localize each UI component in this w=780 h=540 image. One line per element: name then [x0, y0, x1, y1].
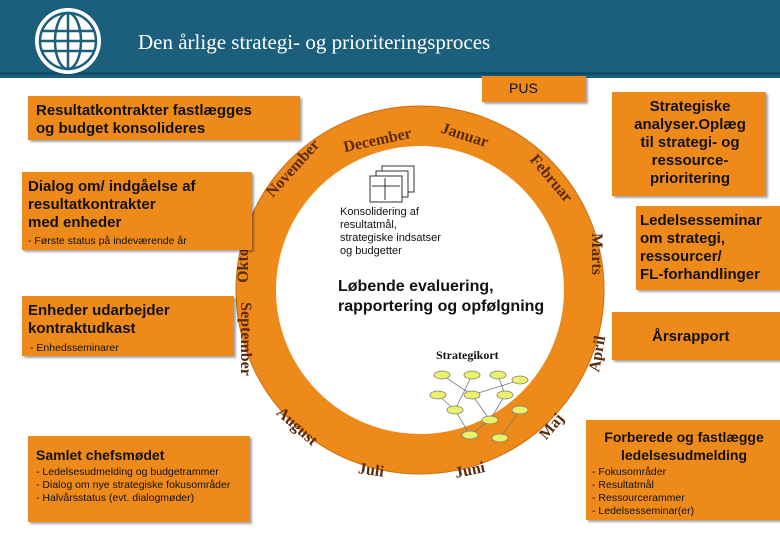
page-title: Den årlige strategi- og prioriteringspro…	[138, 30, 491, 54]
enheder-box	[22, 296, 234, 356]
dialog-note: - Første status på indeværende år	[28, 235, 187, 247]
month-juli: Juli	[357, 460, 385, 481]
strategikort-label: Strategikort	[436, 348, 499, 362]
ledelsesseminar-box	[636, 206, 780, 290]
evaluering-text: Løbende evaluering,rapportering og opføl…	[338, 278, 545, 315]
globe-logo-icon	[35, 8, 101, 74]
enheder-note: - Enhedsseminarer	[30, 342, 119, 354]
aarsrapport-box	[612, 312, 780, 360]
resultatkontrakter-box	[28, 96, 300, 140]
dialog-box	[22, 172, 252, 250]
header-underline	[0, 72, 780, 75]
samlet-notes: - Ledelsesudmelding og budgetrammer- Dia…	[36, 466, 231, 504]
month-september: September	[236, 302, 254, 376]
header-bar	[0, 0, 780, 78]
forberede-box	[586, 420, 780, 520]
samlet-box	[28, 436, 250, 522]
aarsrapport-text: Årsrapport	[652, 328, 730, 345]
forberede-notes: - Fokusområder- Resultatmål - Ressourcer…	[592, 466, 695, 517]
document-stack-icon	[369, 165, 415, 203]
strategiske-box	[612, 92, 766, 196]
month-marts: Marts	[587, 233, 605, 275]
pus-label: PUS	[509, 80, 538, 96]
pus-box	[482, 76, 586, 102]
strategy-map-icon	[429, 370, 529, 443]
samlet-heading: Samlet chefsmødet	[36, 447, 165, 463]
